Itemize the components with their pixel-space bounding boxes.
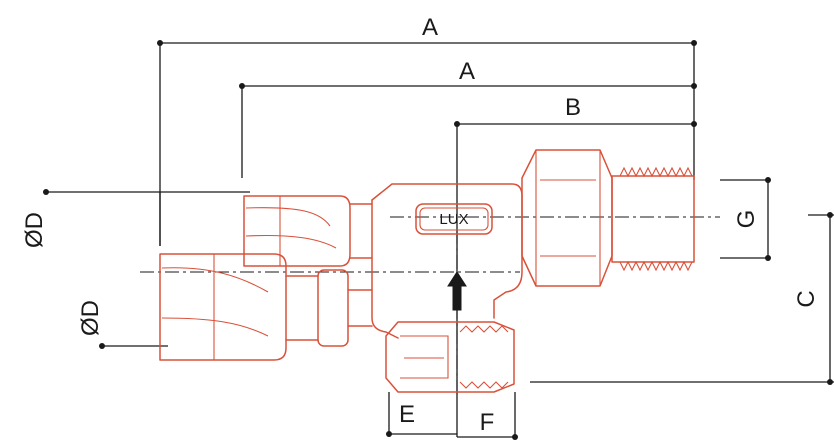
body-marking: LUX bbox=[439, 211, 468, 228]
dim-label-b: B bbox=[565, 94, 581, 121]
center-lines bbox=[140, 216, 720, 395]
dim-label-d-lower: ØD bbox=[77, 300, 104, 336]
dim-label-g: G bbox=[733, 210, 760, 229]
dim-label-d-upper: ØD bbox=[21, 212, 48, 248]
dim-label-e: E bbox=[399, 401, 415, 428]
valve-body: LUX bbox=[159, 149, 695, 393]
dim-label-a-outer: A bbox=[422, 14, 438, 41]
dim-label-c: C bbox=[793, 290, 820, 307]
dimension-labels: A A B G C ØD ØD E F bbox=[21, 14, 820, 436]
dim-label-f: F bbox=[480, 409, 495, 436]
dim-label-a-inner: A bbox=[459, 58, 475, 85]
dimension-lines bbox=[43, 40, 834, 440]
flow-arrow bbox=[447, 271, 467, 311]
